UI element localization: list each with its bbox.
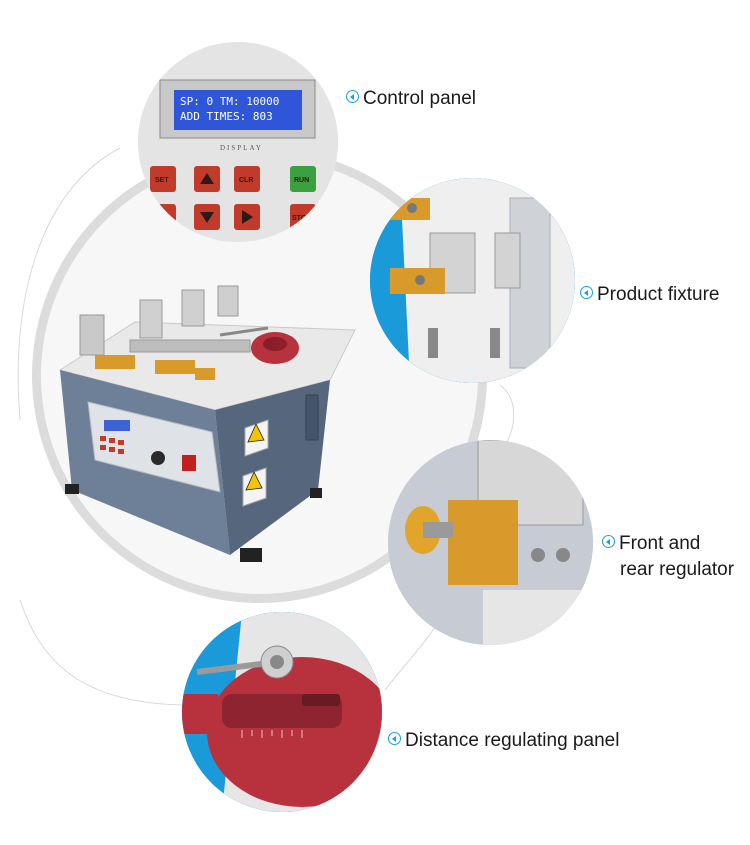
callout-regulator-text-line2: rear regulator xyxy=(620,559,735,580)
regulator-image xyxy=(388,440,593,645)
run-button-label: RUN xyxy=(294,177,309,184)
callout-distance-panel: Distance regulating panel xyxy=(388,728,619,753)
callout-product-fixture-text: Product fixture xyxy=(597,284,720,305)
callout-control-panel: Control panel xyxy=(346,86,476,111)
run-button[interactable] xyxy=(290,166,316,192)
regulator-bubble xyxy=(388,440,593,645)
lcd-line-1: SP: 0 TM: 10000 xyxy=(180,95,279,108)
callout-control-panel-text: Control panel xyxy=(363,88,477,109)
distance-panel-image xyxy=(182,612,382,812)
callout-distance-panel-text: Distance regulating panel xyxy=(405,730,620,751)
callout-product-fixture: Product fixture xyxy=(580,282,720,307)
clr-button-label: CLR xyxy=(239,177,253,184)
control-panel-bubble: SP: 0 TM: 10000 ADD TIMES: 803 DISPLAY S… xyxy=(138,42,338,242)
arrow-circle-icon xyxy=(388,732,401,746)
arrow-up-icon xyxy=(200,173,214,184)
product-fixture-image xyxy=(370,178,575,383)
stop-button-label: STOP xyxy=(292,215,311,222)
arrow-circle-icon xyxy=(602,535,615,549)
arrow-right-icon xyxy=(242,210,253,224)
product-fixture-bubble xyxy=(370,178,575,383)
control-panel-image: SP: 0 TM: 10000 ADD TIMES: 803 DISPLAY S… xyxy=(138,42,338,242)
set-button[interactable] xyxy=(150,166,176,192)
callout-regulator-line2: rear regulator xyxy=(620,557,734,582)
arrow-circle-icon xyxy=(580,286,593,300)
lcd-caption: DISPLAY xyxy=(220,144,263,152)
callout-regulator: Front and xyxy=(602,531,700,556)
lcd-line-2: ADD TIMES: 803 xyxy=(180,110,273,123)
arrow-down-icon xyxy=(200,212,214,223)
clr-button[interactable] xyxy=(234,166,260,192)
distance-panel-bubble xyxy=(182,612,382,812)
arrow-circle-icon xyxy=(346,90,359,104)
callout-regulator-text-line1: Front and xyxy=(619,533,701,554)
set-button-label: SET xyxy=(155,177,169,184)
